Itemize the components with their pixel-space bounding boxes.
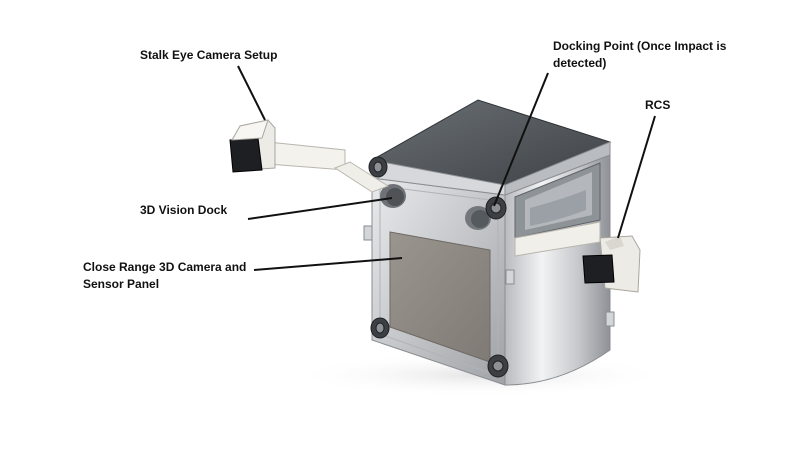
docking-opening	[514, 162, 601, 239]
label-docking-point-line1: Docking Point (Once Impact is	[553, 39, 727, 53]
label-3d-vision-dock: 3D Vision Dock	[140, 203, 228, 217]
label-rcs: RCS	[645, 98, 671, 112]
side-brackets	[363, 225, 615, 327]
stalk-eye-camera	[229, 119, 276, 173]
vision-dock-holes	[380, 184, 491, 230]
corner-bumpers	[368, 156, 509, 378]
leader-close-range	[253, 257, 403, 271]
rcs-camera	[582, 235, 641, 293]
top-panel	[370, 99, 612, 196]
leader-stalk-eye	[237, 65, 266, 121]
label-stalk-eye-camera-setup: Stalk Eye Camera Setup	[140, 48, 278, 62]
label-docking-point-line2: detected)	[553, 56, 607, 70]
leader-lines	[237, 65, 656, 271]
leader-rcs	[617, 115, 656, 239]
label-close-range-line1: Close Range 3D Camera and	[83, 260, 247, 274]
leader-vision-dock	[247, 197, 393, 220]
label-close-range-line2: Sensor Panel	[83, 277, 160, 291]
leader-docking-point	[493, 72, 549, 207]
